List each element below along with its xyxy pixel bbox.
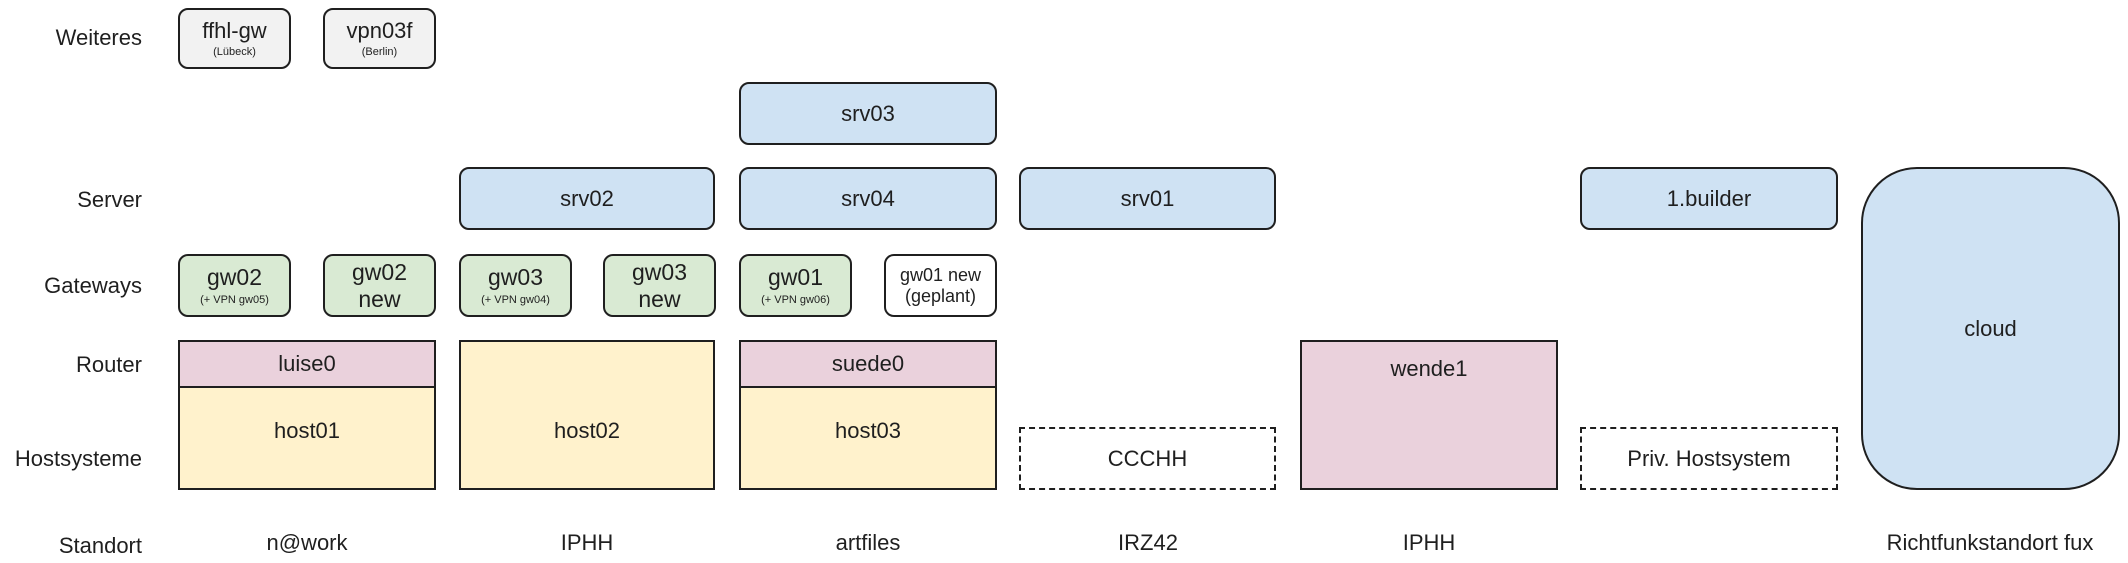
row-label-gateways: Gateways [44,273,142,298]
server-srv04: srv04 [739,167,997,230]
gateway-note: new [638,285,681,312]
standort-artfiles: artfiles [835,530,901,555]
standort-iphh-1: IPHH [560,530,614,555]
server-srv02: srv02 [459,167,715,230]
node-name: ffhl-gw [202,18,267,44]
node-location: (Berlin) [361,46,398,59]
gateway-name: gw01 [768,264,823,291]
server-srv01: srv01 [1019,167,1276,230]
server-srv03: srv03 [739,82,997,145]
router-luise0: luise0 [178,340,436,388]
host-label: host01 [273,418,341,443]
row-label-router: Router [75,352,142,377]
host-ccchh: CCCHH [1019,427,1276,490]
gateway-gw03: gw03 (+ VPN gw04) [459,254,572,317]
gateway-name: gw02 [207,264,262,291]
node-vpn03f: vpn03f (Berlin) [323,8,436,69]
row-label-server: Server [77,187,142,212]
gateway-name: gw03 [488,264,543,291]
router-suede0: suede0 [739,340,997,388]
node-ffhl-gw: ffhl-gw (Lübeck) [178,8,291,69]
row-label-standort: Standort [58,533,142,558]
standort-fux: Richtfunkstandort fux [1886,530,2094,555]
router-wende1: wende1 [1300,340,1558,490]
gateway-gw02: gw02 (+ VPN gw05) [178,254,291,317]
host-host02: host02 [459,340,715,490]
node-name: vpn03f [346,18,413,44]
server-builder: 1.builder [1580,167,1838,230]
gateway-gw01: gw01 (+ VPN gw06) [739,254,852,317]
row-label-weiteres: Weiteres [55,25,142,50]
gateway-note: (+ VPN gw06) [761,293,830,306]
gateway-gw02-new: gw02 new [323,254,436,317]
host-label: host03 [834,418,902,443]
gateway-note: (geplant) [904,285,977,306]
gateway-name: gw03 [632,259,687,286]
host-label: host02 [553,418,621,443]
node-location: (Lübeck) [213,46,256,59]
gateway-name: gw01 new [899,264,982,285]
gateway-gw01-new-planned: gw01 new (geplant) [884,254,997,317]
host-priv: Priv. Hostsystem [1580,427,1838,490]
gateway-name: gw02 [352,259,407,286]
gateway-note: new [358,285,401,312]
gateway-gw03-new: gw03 new [603,254,716,317]
gateway-note: (+ VPN gw04) [481,293,550,306]
gateway-note: (+ VPN gw05) [200,293,269,306]
server-cloud: cloud [1861,167,2120,490]
router-label: wende1 [1390,356,1468,381]
standort-irz42: IRZ42 [1118,530,1178,555]
standort-iphh-2: IPHH [1402,530,1456,555]
row-label-hostsysteme: Hostsysteme [14,446,142,471]
standort-nwork: n@work [266,530,348,555]
